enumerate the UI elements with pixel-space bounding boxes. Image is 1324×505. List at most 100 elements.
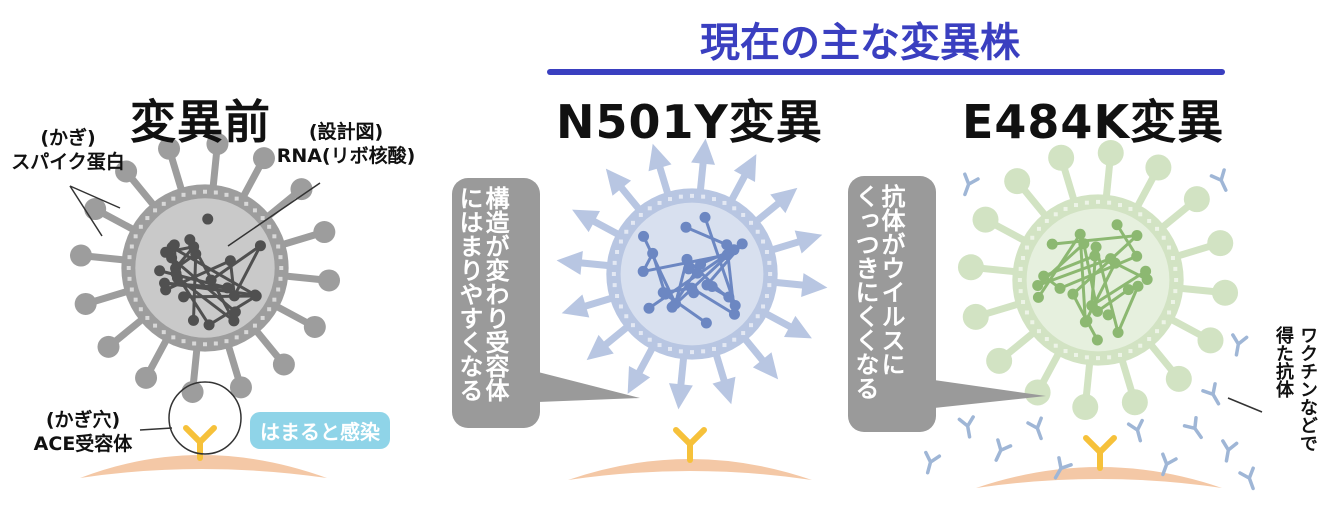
membrane-dot	[1170, 255, 1175, 260]
rna-strand	[1071, 234, 1138, 296]
spike-stalk	[1117, 355, 1136, 396]
membrane-dot	[722, 200, 727, 205]
rna-node	[228, 315, 240, 327]
membrane-dot	[133, 297, 138, 302]
antibody-shape	[1231, 333, 1249, 357]
rna-strand	[1037, 233, 1082, 299]
spike-head	[801, 273, 828, 298]
virus-n501y	[556, 138, 828, 410]
membrane-dot	[630, 220, 635, 225]
spike-head	[556, 250, 583, 275]
membrane-dot	[234, 196, 239, 201]
rna-node	[647, 247, 659, 259]
spike-head	[962, 303, 989, 330]
spike-stalk	[224, 341, 242, 381]
spike-head	[1048, 144, 1075, 171]
antibody-icon	[994, 438, 1013, 462]
membrane-dot	[678, 194, 683, 199]
rna-label-line1: (設計図)	[308, 121, 384, 143]
cell-membrane-e484k	[976, 467, 1222, 488]
antibody-icon	[1201, 382, 1221, 406]
rna-strand	[1043, 254, 1096, 278]
spike-stalk	[128, 175, 159, 210]
antibody-side-col1: ワクチンなどで	[1297, 326, 1318, 452]
spike-head	[627, 366, 651, 394]
membrane-dot	[127, 255, 132, 260]
spike-stalk	[238, 163, 264, 202]
rna-node	[680, 221, 692, 233]
membrane-dot	[755, 314, 760, 319]
membrane-dot	[260, 315, 265, 320]
rna-node	[683, 263, 695, 275]
rna-node	[202, 213, 214, 225]
membrane-dot	[647, 337, 652, 342]
antibody-shape	[1201, 382, 1221, 406]
rna-strand	[228, 260, 236, 296]
rna-strand	[183, 294, 257, 299]
antibody-icon	[1231, 333, 1249, 357]
rna-strand	[1114, 261, 1148, 281]
spike-stalk	[189, 345, 201, 385]
membrane-dot	[768, 272, 773, 276]
membrane-dot	[1167, 310, 1172, 315]
antibody-shape	[1161, 452, 1178, 477]
spike-stalk	[1173, 242, 1214, 261]
spike-head	[97, 335, 120, 358]
spike-head	[206, 132, 229, 155]
spike-stalk	[1177, 284, 1218, 296]
membrane-dot	[267, 307, 272, 312]
spike-head	[648, 143, 672, 172]
rna-node	[203, 319, 215, 331]
membrane-dot	[1147, 218, 1152, 223]
rna-node	[1038, 270, 1050, 282]
ace-label-line1: (かぎ穴)	[45, 409, 121, 431]
membrane-dot	[171, 335, 176, 340]
membrane-dot	[224, 339, 229, 344]
antibody-icon	[1238, 466, 1255, 491]
membrane-dot	[1138, 212, 1143, 217]
rna-strand	[671, 248, 735, 309]
spike-head	[1121, 389, 1148, 416]
rna-strand	[1090, 269, 1147, 307]
rna-strand	[1096, 288, 1130, 313]
membrane-dot	[764, 294, 769, 299]
spike-head	[1145, 154, 1172, 181]
membrane-dot	[1138, 343, 1143, 348]
rna-strand	[191, 253, 198, 321]
membrane-dot	[192, 190, 197, 195]
membrane-dot	[203, 342, 207, 347]
rna-node	[637, 265, 649, 277]
membrane-dot	[260, 216, 265, 221]
membrane-dot	[1155, 226, 1160, 231]
spike-stalk	[100, 209, 139, 235]
rna-strand	[1084, 262, 1117, 323]
rna-node	[184, 234, 196, 246]
spike-head	[135, 366, 158, 389]
membrane-dot	[1030, 320, 1035, 325]
membrane-dot	[1128, 206, 1133, 211]
membrane-dot	[618, 239, 623, 244]
membrane-dot	[611, 272, 616, 276]
membrane-dot	[1155, 329, 1160, 334]
rna-node	[1131, 250, 1143, 262]
rna-node	[178, 291, 190, 303]
rna-node	[1054, 282, 1066, 294]
antibody-shape	[994, 438, 1013, 462]
membrane-dot	[612, 260, 617, 265]
rna-node	[1074, 228, 1086, 240]
cell-membrane-before	[80, 455, 327, 478]
membrane-dot	[678, 349, 683, 354]
spike-head	[229, 376, 252, 399]
spike-stalk	[991, 220, 1030, 246]
callout-e484k-bubble	[848, 176, 1046, 432]
membrane-dot	[612, 283, 617, 288]
membrane-dot	[138, 307, 143, 312]
membrane-dot	[1173, 266, 1178, 271]
spike-head	[1024, 379, 1051, 406]
membrane-dot	[272, 297, 277, 302]
spike-stalk	[282, 272, 322, 284]
spike-head	[272, 353, 295, 376]
antibody-shape	[1238, 466, 1255, 491]
spike-stalk	[251, 326, 282, 361]
rna-strand	[685, 225, 728, 247]
